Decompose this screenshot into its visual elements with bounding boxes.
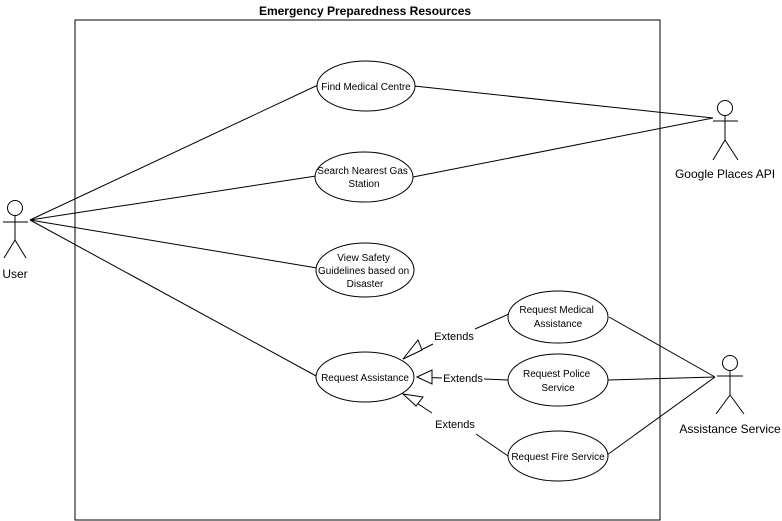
use-case-label: Search Nearest Gas Station bbox=[317, 166, 410, 190]
stick-figure-icon bbox=[715, 355, 745, 415]
stick-figure-icon bbox=[3, 200, 28, 259]
association-service-request-medical bbox=[608, 316, 716, 378]
association-user-request-assistance bbox=[29, 219, 319, 378]
association-google-find-medical bbox=[413, 85, 714, 119]
use-case-label: Request Medical Assistance bbox=[519, 305, 596, 330]
extend-label-fire: Extends bbox=[435, 419, 475, 431]
extend-arrowhead-medical bbox=[402, 339, 423, 360]
use-case-label: Request Assistance bbox=[321, 373, 409, 384]
use-case-request-medical-assistance[interactable]: Request Medical Assistance bbox=[507, 290, 609, 344]
actor-google-places-api[interactable]: Google Places API bbox=[675, 100, 775, 182]
stick-figure-icon bbox=[712, 100, 739, 161]
use-case-label: View Safety Guidelines based on Disaster bbox=[318, 253, 412, 290]
use-case-ellipse bbox=[315, 351, 415, 403]
extend-arrowhead-police bbox=[415, 369, 433, 385]
actor-label: User bbox=[2, 267, 27, 281]
use-case-ellipse bbox=[507, 430, 609, 482]
actor-assistance-service[interactable]: Assistance Service bbox=[679, 355, 781, 437]
use-case-ellipse bbox=[507, 353, 609, 407]
use-case-view-safety-guidelines[interactable]: View Safety Guidelines based on Disaster bbox=[315, 242, 415, 298]
actor-label: Assistance Service bbox=[679, 422, 781, 436]
use-case-ellipse bbox=[314, 151, 414, 203]
extend-line-fire bbox=[475, 433, 509, 457]
use-case-label: Find Medical Centre bbox=[321, 82, 411, 93]
extend-relations: Extends Extends Extends bbox=[401, 313, 510, 457]
extend-arrowhead-fire bbox=[401, 393, 424, 407]
use-case-find-medical-centre[interactable]: Find Medical Centre bbox=[316, 60, 416, 112]
extend-line-medical bbox=[474, 313, 510, 330]
association-google-search-gas bbox=[412, 117, 714, 178]
use-case-ellipse bbox=[507, 290, 609, 344]
use-case-request-police-service[interactable]: Request Police Service bbox=[507, 353, 609, 407]
actor-label: Google Places API bbox=[675, 167, 775, 181]
association-service-request-fire bbox=[606, 376, 716, 456]
use-case-request-assistance[interactable]: Request Assistance bbox=[315, 351, 415, 403]
association-user-search-gas bbox=[29, 175, 317, 221]
use-case-search-nearest-gas-station[interactable]: Search Nearest Gas Station bbox=[314, 151, 414, 203]
use-case-ellipse bbox=[316, 60, 416, 112]
actor-user[interactable]: User bbox=[2, 200, 28, 282]
extend-label-police: Extends bbox=[443, 373, 483, 385]
extend-label-medical: Extends bbox=[434, 331, 474, 343]
association-user-find-medical bbox=[29, 84, 319, 221]
association-service-request-police bbox=[607, 376, 716, 381]
system-title: Emergency Preparedness Resources bbox=[259, 4, 471, 18]
use-case-label: Request Police Service bbox=[523, 369, 593, 394]
extend-line-police bbox=[483, 378, 509, 381]
use-case-request-fire-service[interactable]: Request Fire Service bbox=[507, 430, 609, 482]
use-case-ellipse bbox=[315, 242, 415, 298]
use-case-label: Request Fire Service bbox=[511, 452, 605, 463]
association-user-view-safety bbox=[29, 219, 318, 269]
associations bbox=[29, 84, 716, 456]
